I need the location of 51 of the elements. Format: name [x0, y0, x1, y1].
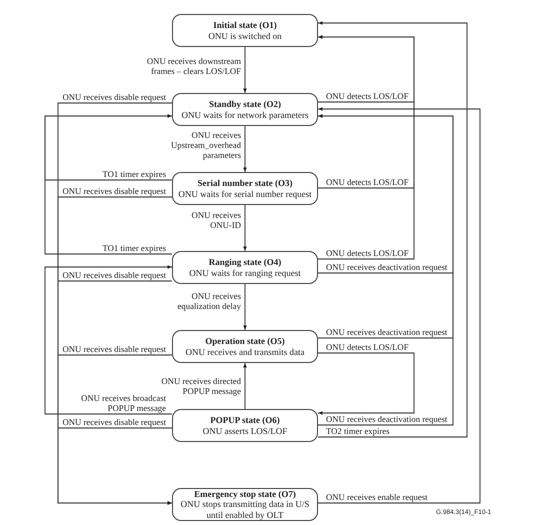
edge-label: ONU detects LOS/LOF [326, 177, 409, 187]
edge-label: TO1 timer expires [102, 243, 166, 253]
state-description: ONU asserts LOS/LOF [202, 426, 288, 436]
edge-label: ONU receives deactivation request [326, 327, 448, 337]
state-description: ONU waits for network parameters [182, 110, 308, 120]
transition-arrow [318, 35, 414, 260]
edge-label: ONU receives enable request [326, 492, 428, 502]
edge-label: ONU detects LOS/LOF [326, 342, 409, 352]
edge-label: ONU receives disable request [62, 92, 166, 102]
state-box [172, 251, 318, 284]
state-description: ONU is switched on [208, 30, 282, 41]
state-description: ONU stops transmitting data in U/S until enabled by OLT [180, 499, 310, 520]
edge-label: TO1 timer expires [102, 169, 166, 179]
edge-label: TO2 timer expires [326, 426, 390, 436]
transition-arrow [243, 204, 247, 252]
transition-arrow [44, 265, 172, 414]
transition-arrow [243, 362, 247, 410]
transition-arrow [44, 114, 172, 254]
state-box [172, 93, 318, 126]
transition-arrow [318, 114, 454, 426]
state-title: Ranging state (O4) [208, 257, 282, 268]
transition-arrow [58, 428, 172, 505]
transition-arrow [243, 284, 247, 330]
edge-label: ONU detects LOS/LOF [326, 248, 409, 258]
state-description: ONU receives and transmits data [186, 346, 304, 357]
state-title: Standby state (O2) [208, 99, 281, 110]
state-box [172, 488, 318, 521]
state-title: Operation state (O5) [205, 336, 285, 346]
state-description: ONU waits for ranging request [189, 268, 301, 278]
edge-label: ONU receives disable request [62, 417, 166, 427]
state-description: ONU waits for serial number request [178, 188, 312, 199]
state-title: Emergency stop state (O7) [194, 488, 296, 500]
transition-arrow [318, 107, 480, 504]
transition-arrow [318, 21, 468, 438]
edge-label: ONU receives disable request [62, 344, 166, 354]
edge-label: ONU receives disable request [62, 270, 166, 280]
transition-arrow [243, 126, 247, 172]
edge-label: ONU detects LOS/LOF [326, 91, 409, 101]
state-box [172, 409, 318, 442]
state-title: POPUP state (O6) [210, 415, 280, 426]
state-box [172, 330, 318, 363]
transition-arrow [318, 352, 414, 415]
transition-arrow [243, 46, 247, 94]
state-box [172, 172, 318, 205]
state-box [172, 14, 318, 47]
edge-label: ONU receives broadcast POPUP message [80, 393, 166, 413]
edge-label: ONU receives disable request [62, 186, 166, 196]
state-title: Initial state (O1) [213, 20, 277, 30]
state-title: Serial number state (O3) [197, 178, 293, 188]
edge-label: ONU receives deactivation request [326, 262, 448, 272]
edge-label: ONU receives deactivation request [326, 414, 448, 424]
